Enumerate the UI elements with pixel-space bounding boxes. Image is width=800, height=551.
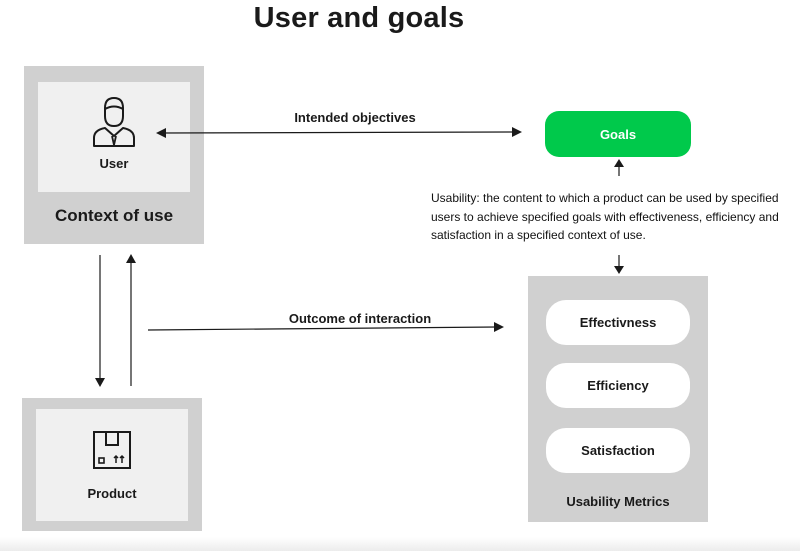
- goals-up-arrowhead: [614, 159, 624, 167]
- metrics-down-arrowhead: [614, 266, 624, 274]
- intended-arrowhead-right: [512, 127, 522, 137]
- product-panel: Product: [22, 398, 202, 531]
- usability-definition: Usability: the content to which a produc…: [431, 191, 779, 242]
- user-icon: [93, 96, 135, 147]
- product-label: Product: [87, 486, 137, 501]
- product-to-context-arrowhead: [126, 254, 136, 263]
- metric-efficiency: Efficiency: [546, 363, 690, 408]
- diagram-title: User and goals: [253, 2, 465, 34]
- metric-effectiveness: Effectivness: [546, 300, 690, 345]
- metric-satisfaction: Satisfaction: [546, 428, 690, 473]
- goals-box: Goals: [545, 111, 691, 157]
- user-label: User: [99, 156, 129, 171]
- intended-objectives-arrow: [161, 131, 516, 134]
- usability-metrics-title: Usability Metrics: [566, 494, 670, 509]
- product-box: Product: [36, 409, 188, 521]
- outcome-of-interaction-label: Outcome of interaction: [288, 311, 432, 326]
- context-of-use-title: Context of use: [54, 206, 174, 225]
- outcome-arrow: [147, 326, 498, 331]
- context-to-product-arrowhead: [95, 378, 105, 387]
- intended-objectives-label: Intended objectives: [294, 110, 416, 125]
- outcome-arrowhead: [494, 322, 504, 332]
- intended-arrowhead-left: [156, 128, 166, 138]
- bottom-fade: [0, 537, 800, 551]
- package-box-icon: [93, 431, 131, 469]
